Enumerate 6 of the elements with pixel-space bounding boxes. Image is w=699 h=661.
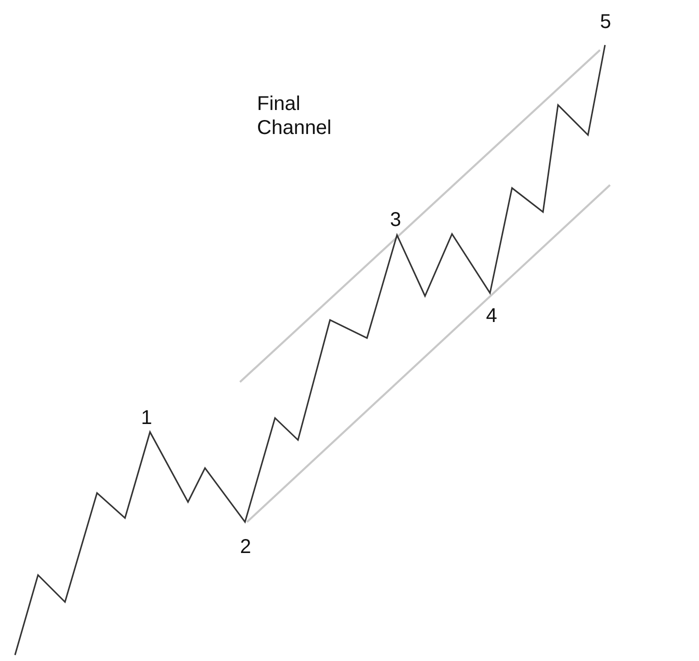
wave-number: 3: [390, 208, 402, 232]
channel-title: Final Channel: [257, 92, 333, 140]
wave-number: 4: [486, 304, 498, 328]
wave-number: 2: [240, 535, 252, 559]
wave-number: 5: [600, 10, 612, 34]
wave-number: 1: [141, 406, 152, 430]
